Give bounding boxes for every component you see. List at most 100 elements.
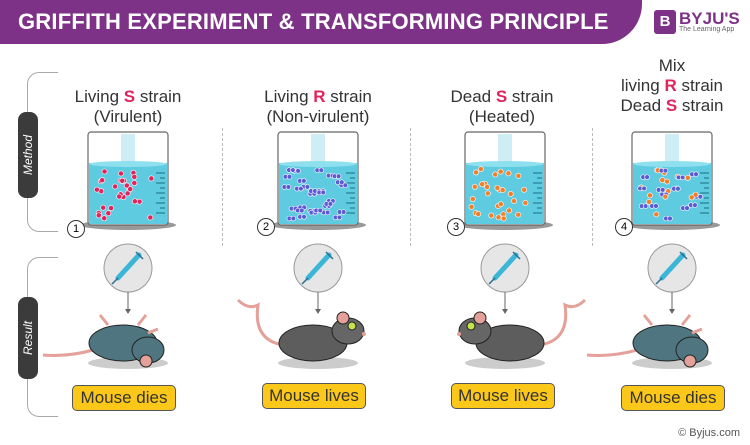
- bacterium-r: [298, 185, 304, 192]
- bacterium-r: [290, 167, 296, 173]
- result-badge-1: Mouse dies: [72, 385, 176, 411]
- bacterium-r: [644, 174, 650, 180]
- liquid: [633, 163, 711, 224]
- bacterium-r: [340, 209, 347, 215]
- logo-mark: B: [654, 10, 676, 34]
- bacterium-s: [522, 199, 529, 206]
- bacterium-r: [692, 202, 698, 208]
- bacterium-r: [290, 215, 297, 222]
- bacterium-r: [659, 187, 666, 193]
- bacterium-s: [511, 198, 517, 204]
- bacterium-s: [521, 186, 528, 193]
- syringe-icon: [480, 243, 530, 314]
- bacterium-r: [335, 173, 342, 179]
- bacterium-r: [339, 179, 345, 185]
- bacterium-s: [684, 175, 691, 181]
- bacterium-s: [653, 211, 660, 218]
- bacterium-r: [299, 207, 305, 214]
- bacterium-s: [475, 211, 482, 217]
- bacterium-r: [684, 205, 690, 211]
- bacterium-s: [688, 194, 695, 201]
- bacterium-s: [692, 191, 699, 198]
- bacterium-s: [494, 184, 501, 191]
- bacterium-s: [515, 211, 522, 218]
- beaker: [80, 131, 176, 230]
- bacterium-s: [479, 181, 486, 188]
- bacterium-r: [286, 174, 293, 180]
- column-2-title: Living R strain(Non-virulent): [264, 87, 372, 126]
- result-badge-2: Mouse lives: [262, 383, 366, 409]
- bacterium-s: [505, 170, 512, 177]
- bacterium-r: [662, 167, 669, 174]
- bacterium-s: [127, 186, 134, 192]
- bacterium-r: [317, 207, 323, 214]
- dead-mouse-icon: [586, 314, 712, 369]
- bacterium-s: [646, 198, 652, 205]
- page-title: GRIFFITH EXPERIMENT & TRANSFORMING PRINC…: [18, 9, 609, 34]
- bacterium-r: [641, 185, 647, 192]
- column-divider: [222, 128, 223, 246]
- bacterium-s: [468, 203, 475, 210]
- dead-mouse-icon: [42, 314, 168, 369]
- step-number-2: 2: [257, 218, 275, 236]
- bacterium-r: [301, 178, 307, 184]
- step-number-3: 3: [447, 218, 465, 236]
- beaker: [624, 131, 720, 230]
- bacterium-s: [492, 171, 499, 178]
- bacterium-s: [93, 186, 100, 193]
- live-mouse-icon: [457, 298, 587, 369]
- bacterium-s: [507, 191, 514, 197]
- bacterium-s: [664, 178, 670, 185]
- syringe-icon: [293, 243, 343, 314]
- bacterium-s: [499, 187, 506, 193]
- method-label: Method: [18, 112, 38, 198]
- bacterium-s: [488, 212, 495, 219]
- column-divider: [592, 128, 593, 246]
- bacterium-s: [469, 196, 476, 202]
- bacterium-s: [101, 168, 108, 175]
- beaker: [270, 131, 366, 230]
- live-mouse-icon: [236, 298, 366, 369]
- bacterium-s: [659, 177, 666, 184]
- bacterium-s: [473, 169, 479, 176]
- experiment-column-2: [236, 131, 366, 369]
- bacterium-s: [100, 204, 107, 211]
- bacterium-s: [497, 168, 504, 175]
- bacterium-r: [285, 184, 292, 190]
- bacterium-s: [500, 215, 507, 222]
- bacterium-s: [99, 177, 106, 184]
- bacterium-s: [477, 166, 484, 172]
- bacterium-s: [515, 172, 522, 179]
- bacterium-s: [662, 193, 669, 200]
- bacterium-r: [295, 168, 301, 174]
- syringe-icon: [647, 243, 697, 314]
- experiment-column-1: [42, 131, 176, 369]
- bacterium-s: [484, 184, 490, 190]
- bacterium-r: [697, 194, 704, 200]
- bacterium-r: [301, 214, 307, 220]
- bacterium-s: [119, 177, 126, 184]
- bacterium-r: [653, 203, 659, 209]
- step-number-1: 1: [67, 220, 85, 238]
- bacterium-s: [105, 210, 112, 217]
- bacterium-s: [148, 175, 155, 182]
- bacterium-r: [693, 171, 699, 177]
- bacterium-s: [497, 201, 504, 208]
- bacterium-r: [342, 182, 349, 188]
- bacterium-s: [471, 183, 478, 190]
- syringe-icon: [103, 243, 153, 314]
- experiment-column-3: [457, 131, 587, 369]
- bacterium-s: [484, 190, 491, 197]
- result-label: Result: [18, 297, 38, 379]
- step-number-4: 4: [615, 218, 633, 236]
- bacterium-s: [108, 205, 114, 211]
- bacterium-s: [131, 173, 138, 180]
- logo-subtitle: The Learning App: [679, 26, 735, 33]
- result-badge-4: Mouse dies: [621, 385, 725, 411]
- bacterium-s: [647, 192, 653, 199]
- bacterium-s: [112, 183, 119, 190]
- column-3-title: Dead S strain(Heated): [450, 87, 554, 126]
- header-banner: GRIFFITH EXPERIMENT & TRANSFORMING PRINC…: [0, 0, 642, 44]
- beaker: [457, 131, 553, 230]
- bacterium-s: [506, 207, 513, 214]
